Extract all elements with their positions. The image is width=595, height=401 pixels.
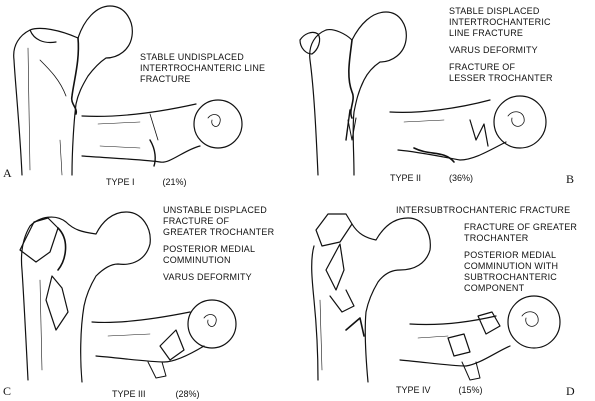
panel-a-femur-front	[13, 5, 133, 176]
notes-type-ii: STABLE DISPLACED INTERTROCHANTERIC LINE …	[449, 6, 553, 84]
type-label-ii: TYPE II(36%)	[390, 173, 474, 183]
panel-letter-b: B	[566, 172, 575, 186]
percent-label-iii: (28%)	[175, 389, 200, 399]
panel-a-femur-lateral	[81, 99, 243, 167]
note-d-1: INTERSUBTROCHANTERIC FRACTURE	[396, 205, 571, 215]
percent-label-i: (21%)	[162, 177, 187, 187]
notes-type-iv: INTERSUBTROCHANTERIC FRACTURE FRACTURE O…	[396, 205, 577, 294]
note-a-1: STABLE UNDISPLACED INTERTROCHANTERIC LIN…	[140, 52, 266, 84]
percent-label-ii: (36%)	[449, 173, 474, 183]
note-c-2: POSTERIOR MEDIAL COMMINUTION	[163, 244, 256, 265]
type-label-iii: TYPE III(28%)	[112, 389, 200, 399]
panel-d-femur-front	[311, 213, 431, 383]
note-b-1: STABLE DISPLACED INTERTROCHANTERIC LINE …	[449, 6, 551, 38]
type-label-i: TYPE I(21%)	[106, 177, 187, 187]
panel-b-femur-front	[299, 11, 407, 176]
note-b-3: FRACTURE OF LESSER TROCHANTER	[449, 62, 553, 83]
panel-b-femur-lateral	[389, 95, 547, 163]
note-d-3: POSTERIOR MEDIAL COMMINUTION WITH SUBTRO…	[464, 250, 559, 293]
note-c-3: VARUS DEFORMITY	[163, 272, 252, 282]
panel-c-femur-lateral	[91, 299, 237, 379]
panel-letter-d: D	[566, 384, 575, 398]
note-c-1: UNSTABLE DISPLACED FRACTURE OF GREATER T…	[163, 205, 275, 237]
percent-label-iv: (15%)	[458, 385, 483, 395]
notes-type-i: STABLE UNDISPLACED INTERTROCHANTERIC LIN…	[140, 52, 265, 85]
panel-letter-c: C	[3, 384, 12, 398]
panel-d-femur-lateral	[399, 295, 561, 381]
type-label-iv: TYPE IV(15%)	[396, 385, 483, 395]
notes-type-iii: UNSTABLE DISPLACED FRACTURE OF GREATER T…	[163, 205, 274, 283]
panel-letter-a: A	[3, 166, 12, 180]
panel-c-femur-front	[19, 211, 151, 383]
note-b-2: VARUS DEFORMITY	[449, 45, 538, 55]
note-d-2: FRACTURE OF GREATER TROCHANTER	[464, 222, 578, 243]
